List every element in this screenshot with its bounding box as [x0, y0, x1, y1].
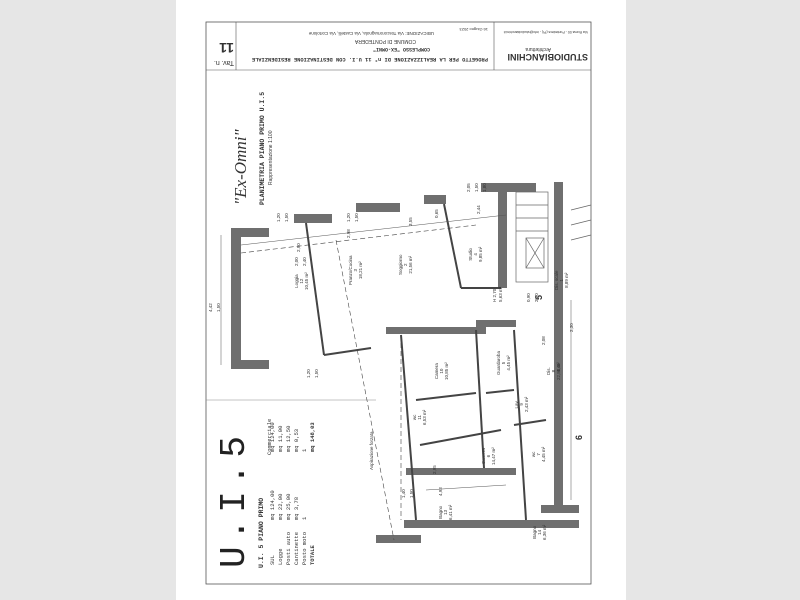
dimension-label: 1,20	[346, 213, 351, 222]
room-area: 10,85 m²	[444, 362, 449, 380]
summary-row-label: Posto moto	[301, 531, 308, 565]
viewer-margin-left	[0, 0, 176, 600]
scale-note: Rappresentazione 1:100	[268, 130, 274, 186]
summary-row-value: mq 3,78	[293, 496, 300, 520]
dimension-label: 1,50	[314, 369, 319, 378]
dimension-lines	[220, 214, 572, 500]
dimension-label: 1,50	[216, 303, 221, 312]
summary-row-commercial: 1	[301, 448, 308, 452]
dimension-label: 1,50	[409, 489, 414, 498]
summary-row-value: mq 124,00	[269, 490, 276, 520]
project-title: PROGETTO PER LA REALIZZAZIONE DI n° 11 U…	[251, 56, 488, 62]
plan-annotation: 5,63 m²	[498, 286, 503, 302]
dimension-label: 0,65	[434, 209, 439, 218]
summary-row-value: mq 25,00	[285, 493, 292, 520]
dimension-label: 1,50	[354, 213, 359, 222]
dimension-label: 2,40	[302, 257, 307, 266]
summary-row-label: Logge	[277, 548, 284, 565]
summary-row-commercial: mq 148,03	[309, 422, 316, 452]
room-area: 10,45 m²	[304, 272, 309, 290]
summary-row-commercial: mq 11,00	[277, 425, 284, 452]
section-marker: 5	[534, 294, 544, 300]
unit-label-big: U.I.5	[214, 429, 255, 568]
dimension-label: 4,93	[438, 487, 443, 496]
plan-annotation: Aspirazione forzata	[369, 431, 374, 470]
studio-address: Via Roma 00 - Pontedera (PI) - info@stud…	[503, 30, 588, 34]
room-area: 6,53 m²	[422, 409, 427, 425]
dimension-label: 1,80	[482, 183, 487, 192]
summary-row-label: Posti auto	[285, 531, 292, 565]
brand-logo: "Ex-Omni"	[231, 129, 250, 205]
reference-lines	[240, 224, 477, 541]
summary-row-label: Cantinette	[293, 531, 300, 565]
dimension-label: 2,44	[476, 205, 481, 214]
room-area: 14,47 m²	[491, 447, 496, 465]
complex-name: COMPLESSO "EX-OMNI"	[372, 46, 430, 52]
summary-title: U.I. 5 PIANO PRIMO	[258, 497, 265, 568]
room-area: 4,45 m²	[506, 355, 511, 371]
room-area: 18,21 m²	[358, 261, 363, 280]
summary-row-commercial: mq 124,00	[269, 422, 276, 452]
dimension-label: 3,55	[408, 217, 413, 226]
room-area: 6,36 m²	[542, 524, 547, 540]
dimension-label: 2,98	[346, 229, 351, 238]
comune: COMUNE DI PONTEDERA	[354, 38, 416, 44]
dimension-label: 2,90	[296, 243, 301, 252]
plan-annotation: 2,30	[569, 323, 574, 332]
plan-annotation: H 2,70	[492, 288, 497, 302]
dimension-label: 1,50	[284, 213, 289, 222]
dimension-label: 2,00	[294, 257, 299, 266]
room-area: 21,56 m²	[408, 255, 413, 274]
interior-walls	[305, 203, 547, 521]
plan-title: PLANIMETRIA PIANO PRIMO U.I.5	[259, 91, 266, 205]
summary-row-label: SUL	[269, 555, 276, 565]
viewer-margin-right	[626, 0, 800, 600]
room-area: 2,43 m²	[524, 396, 529, 412]
tav-label: Tav. n.	[213, 59, 234, 66]
dimension-label: 4,42	[208, 303, 213, 312]
plan-annotation: 0,90	[526, 293, 531, 302]
summary-row-value: mq 22,00	[277, 493, 284, 520]
tav-number: 11	[219, 40, 234, 56]
room-area: 8,89 m²	[564, 272, 569, 288]
dimension-label: 1,20	[276, 213, 281, 222]
studio-sub: Architettura	[525, 46, 551, 52]
outer-walls	[231, 182, 579, 543]
dimension-label: 2,95	[432, 465, 437, 474]
room-area: 4,45 m²	[541, 446, 546, 462]
plan-annotation: 4,45	[556, 363, 561, 372]
dimension-label: 1,40	[401, 489, 406, 498]
summary-row-commercial: mq 12,50	[285, 425, 292, 452]
dimension-label: 2,05	[466, 183, 471, 192]
studio-name: STUDIOBIANCHINI	[507, 52, 589, 62]
stair-block	[515, 191, 592, 283]
date: 16 Giugno 2023	[459, 27, 488, 32]
floor-plan-drawing	[205, 21, 592, 585]
sheet-border	[205, 21, 592, 585]
drawing-sheet: Tav. n. 11 PROGETTO PER LA REALIZZAZIONE…	[176, 0, 626, 600]
room-area: 6,41 m²	[448, 504, 453, 520]
summary-row-value: 1	[301, 516, 308, 520]
dimension-label: 1,50	[474, 183, 479, 192]
location: UBICAZIONE: Via Toscoromagnola, Via Cast…	[308, 31, 434, 36]
section-marker: 6	[574, 434, 584, 440]
summary-row-label: TOTALE	[309, 545, 316, 565]
plan-annotation: 2,08	[541, 336, 546, 345]
dimension-label: 1,20	[306, 369, 311, 378]
summary-row-commercial: mq 0,53	[293, 428, 300, 452]
room-area: 9,85 m²	[478, 246, 483, 262]
